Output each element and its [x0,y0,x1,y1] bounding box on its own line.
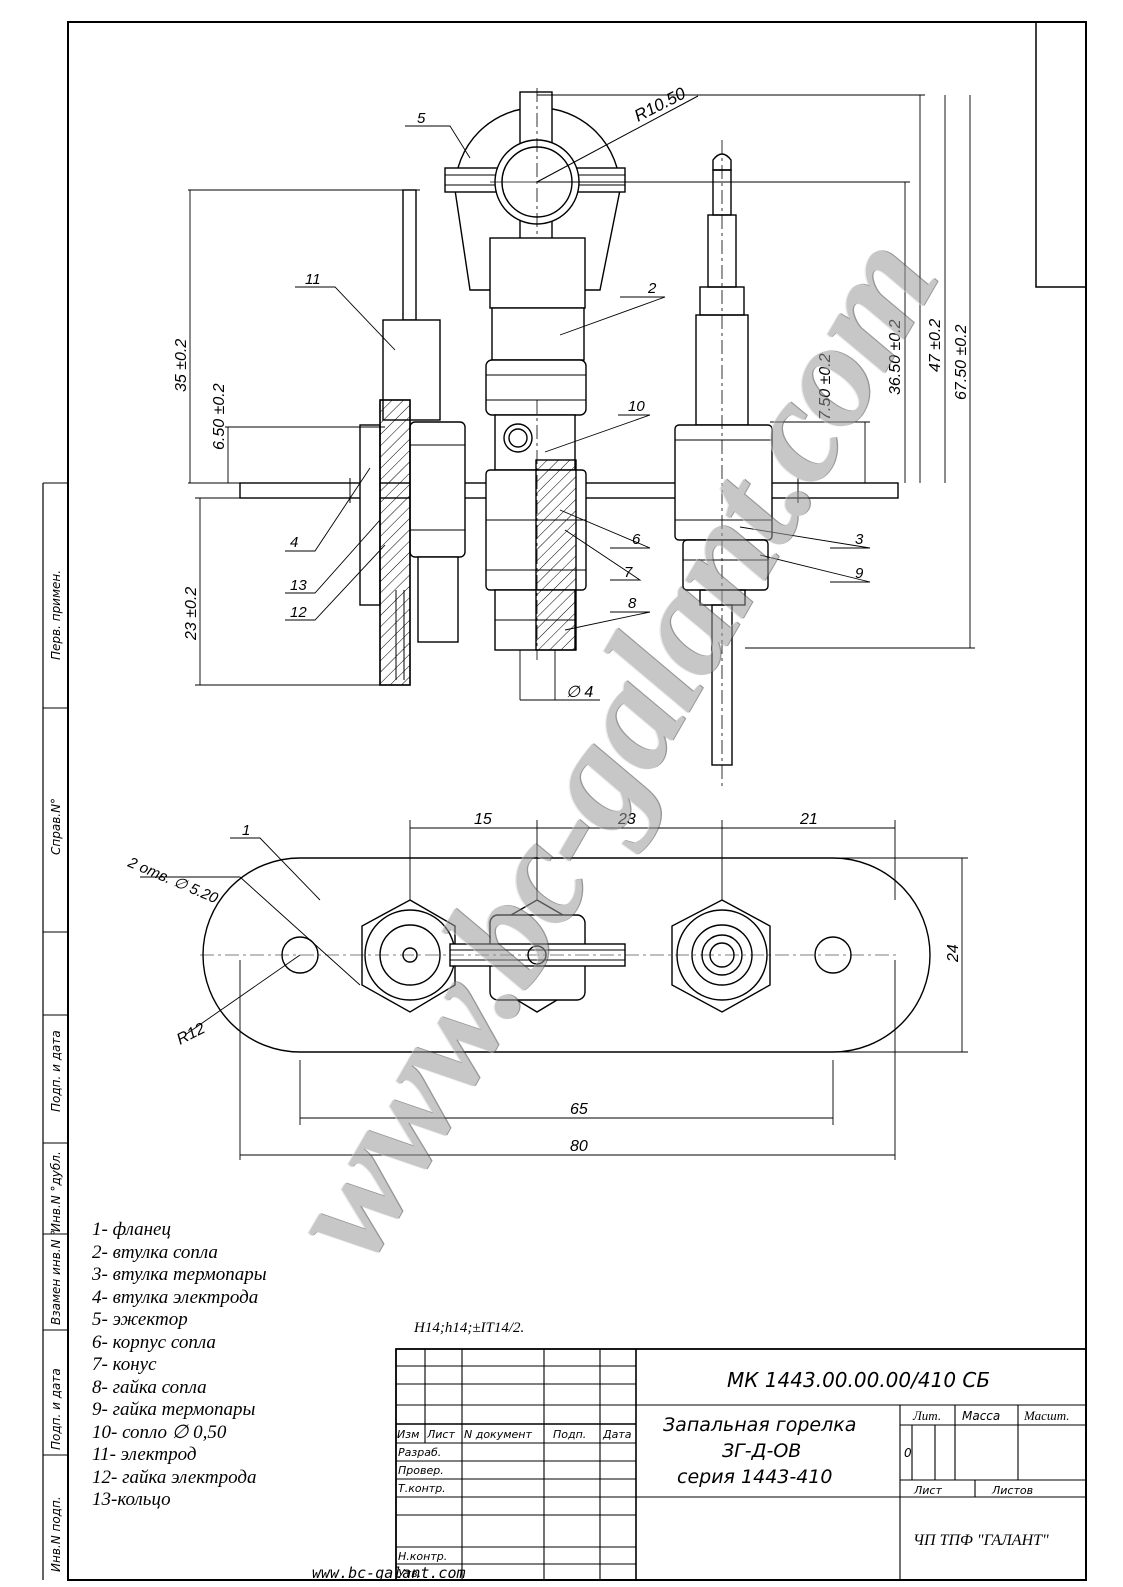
callout-3: 3 [855,531,864,548]
dim-7-50: 7.50 ±0.2 [817,353,834,420]
stamp-podp-data-1: Подп. и дата [49,1030,63,1112]
tb-razrab: Разраб. [398,1446,441,1459]
stamp-inv-podp: Инв.N подп. [49,1496,63,1572]
dim-80: 80 [570,1138,588,1155]
tb-masshtab: Масшт. [1023,1408,1070,1423]
callout-2: 2 [647,280,657,297]
callout-8: 8 [628,595,637,612]
tb-utv: Утв. [398,1567,421,1580]
tb-massa: Масса [962,1409,1000,1423]
callout-5: 5 [417,110,426,127]
front-view-dimensions [188,94,975,701]
dim-65: 65 [570,1101,588,1118]
top-right-box [1035,22,1086,288]
stamp-vzamen-inv: Взамен инв.N ° [49,1230,63,1325]
tb-nkontr: Н.контр. [398,1550,447,1563]
front-callout-numbers: 5 11 2 10 4 13 12 6 7 8 3 9 [290,110,864,621]
legend-item: 12- гайка электрода [92,1466,257,1488]
legend-item: 13-кольцо [92,1489,171,1510]
legend-item: 8- гайка сопла [92,1376,207,1398]
dim-47: 47 ±0.2 [927,319,944,372]
tb-tkontr: Т.контр. [398,1482,446,1495]
tb-podp: Подп. [553,1428,586,1441]
stamp-sprav-n: Справ.N° [49,798,63,855]
stamp-perv-primen: Перв. примен. [49,570,63,660]
dim-35: 35 ±0.2 [173,339,190,392]
tb-data: Дата [602,1428,632,1441]
dim-21: 21 [799,811,818,828]
title-line-2: ЗГ-Д-ОВ [722,1440,801,1462]
tb-lit: Лит. [912,1408,941,1423]
legend-item: 2- втулка сопла [92,1241,218,1263]
drawing-number: МК 1443.00.00.00/410 СБ [727,1368,990,1392]
legend-item: 5- эжектор [92,1309,188,1330]
dim-dia4: ∅ 4 [566,684,593,701]
tb-sheets: Листов [991,1484,1033,1497]
callout-6: 6 [632,531,641,548]
dim-r12: R12 [174,1020,208,1049]
legend-item: 4- втулка электрода [92,1286,259,1308]
legend-item: 10- сопло ∅ 0,50 [92,1421,227,1443]
legend-item: 6- корпус сопла [92,1331,216,1353]
dim-67-50: 67.50 ±0.2 [953,324,970,400]
parts-legend: 1- фланец 2- втулка сопла 3- втулка терм… [92,1219,267,1512]
side-stamp-column: Перв. примен. Справ.N° Подп. и дата Инв.… [42,482,68,1580]
title-line-1: Запальная горелка [663,1414,856,1436]
dim-r1050: R10.50 [631,84,689,126]
dim-24: 24 [945,944,962,963]
callout-12: 12 [290,604,307,621]
website-link[interactable]: www.bc-galant.com [312,1564,466,1582]
dim-15: 15 [474,811,492,828]
legend-item: 1- фланец [92,1219,171,1240]
tb-lit-value: 0 [904,1446,912,1460]
legend-item: 3- втулка термопары [92,1264,267,1285]
callout-7: 7 [624,564,633,581]
tolerance-note: H14;h14;±IT14/2. [414,1320,525,1336]
title-block [395,1348,1087,1581]
legend-item: 9- гайка термопары [92,1399,256,1420]
legend-item: 7- конус [92,1354,157,1375]
dim-23-vert: 23 ±0.2 [183,587,200,641]
callout-1: 1 [242,822,250,839]
callout-9: 9 [855,565,864,582]
dim-holes: 2 отв. ∅ 5.20 [125,854,221,908]
tb-prover: Провер. [398,1464,444,1477]
callout-10: 10 [628,398,645,415]
title-line-3: серия 1443-410 [677,1466,833,1488]
dim-36-50: 36.50 ±0.2 [887,319,904,395]
callout-13: 13 [290,577,307,594]
stamp-podp-data-2: Подп. и дата [49,1368,63,1450]
dim-23-horiz: 23 [617,811,636,828]
front-callout-leaders [285,125,871,631]
callout-4: 4 [290,534,298,551]
front-view [239,88,899,790]
legend-item: 11- электрод [92,1444,197,1465]
stamp-inv-dubl: Инв.N °дубл. [49,1151,63,1232]
callout-11: 11 [305,271,321,288]
tb-sheet: Лист [913,1484,942,1497]
tb-doc: N документ [464,1428,532,1441]
top-view [200,857,931,1053]
title-block-text: Изм Лист N документ Подп. Дата Разраб. П… [397,1368,1070,1580]
top-view-dimensions [140,820,968,1160]
tb-izm: Изм [397,1428,419,1441]
dim-6-50: 6.50 ±0.2 [211,383,228,450]
tb-list: Лист [426,1428,455,1441]
organization: ЧП ТПФ "ГАЛАНТ" [913,1532,1049,1549]
